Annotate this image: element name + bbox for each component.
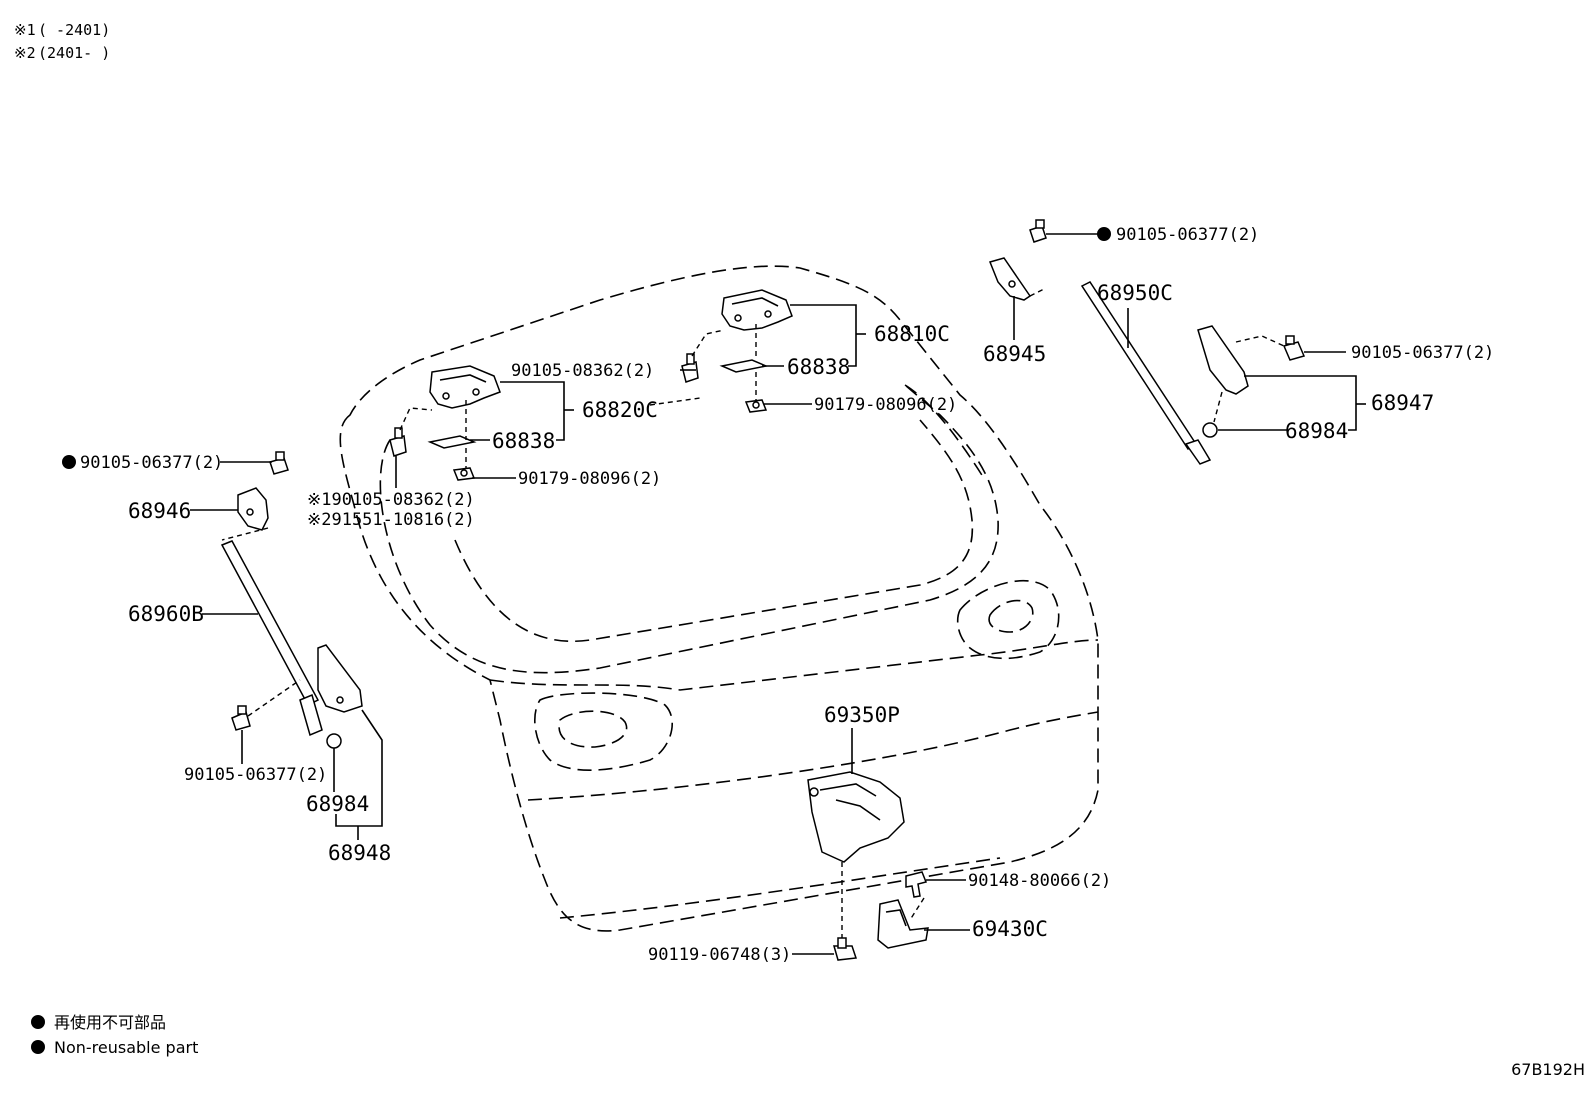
part-label[interactable]: ※291551-10816(2) <box>307 510 475 530</box>
part-label[interactable]: 68838 <box>787 355 850 379</box>
right-gas-stay <box>988 219 1306 465</box>
part-label[interactable]: 68984 <box>1285 419 1348 443</box>
non-reusable-dot <box>62 455 76 469</box>
part-label[interactable]: 68947 <box>1371 391 1434 415</box>
part-label[interactable]: 68945 <box>983 342 1046 366</box>
part-label[interactable]: 68960B <box>128 602 204 626</box>
part-label[interactable]: 68984 <box>306 792 369 816</box>
part-label[interactable]: 90105-06377(2) <box>184 765 327 785</box>
part-label[interactable]: 68948 <box>328 841 391 865</box>
legend-dot-icon <box>31 1015 45 1029</box>
legend-dot-icon <box>31 1040 45 1054</box>
striker-assembly <box>877 871 929 949</box>
left-gas-stay <box>220 451 363 749</box>
part-label[interactable]: 90179-08096(2) <box>518 469 661 489</box>
part-label[interactable]: 90105-06377(2) <box>1351 343 1494 363</box>
legend: 再使用不可部品 Non-reusable part <box>31 1013 198 1057</box>
part-label[interactable]: 90179-08096(2) <box>814 395 957 415</box>
left-hinge <box>389 365 501 481</box>
diagram-code: 67B192H <box>1511 1060 1585 1079</box>
legend-line-1: 再使用不可部品 <box>54 1013 166 1032</box>
right-hinge <box>649 289 793 413</box>
note-1-range: ( -2401) <box>38 21 110 39</box>
leader-lines <box>190 233 1366 955</box>
back-door-outline <box>339 265 1099 932</box>
part-label[interactable]: 90119-06748(3) <box>648 945 791 965</box>
part-label[interactable]: 69430C <box>972 917 1048 941</box>
part-label[interactable]: 68820C <box>582 398 658 422</box>
part-label[interactable]: ※190105-08362(2) <box>307 490 475 510</box>
part-label[interactable]: 69350P <box>824 703 900 727</box>
part-label[interactable]: 90105-08362(2) <box>511 361 654 381</box>
non-reusable-dot <box>1097 227 1111 241</box>
door-lock-assembly <box>807 771 905 961</box>
part-label[interactable]: 68838 <box>492 429 555 453</box>
part-label[interactable]: 68950C <box>1097 281 1173 305</box>
part-label[interactable]: 68946 <box>128 499 191 523</box>
note-1-mark: ※1 <box>14 21 36 39</box>
part-label[interactable]: 90105-06377(2) <box>1116 225 1259 245</box>
note-2-mark: ※2 <box>14 44 36 62</box>
part-label[interactable]: 90148-80066(2) <box>968 871 1111 891</box>
note-2-range: (2401- ) <box>38 44 110 62</box>
part-label[interactable]: 68810C <box>874 322 950 346</box>
part-label[interactable]: 90105-06377(2) <box>80 453 223 473</box>
legend-line-2: Non-reusable part <box>54 1038 198 1057</box>
